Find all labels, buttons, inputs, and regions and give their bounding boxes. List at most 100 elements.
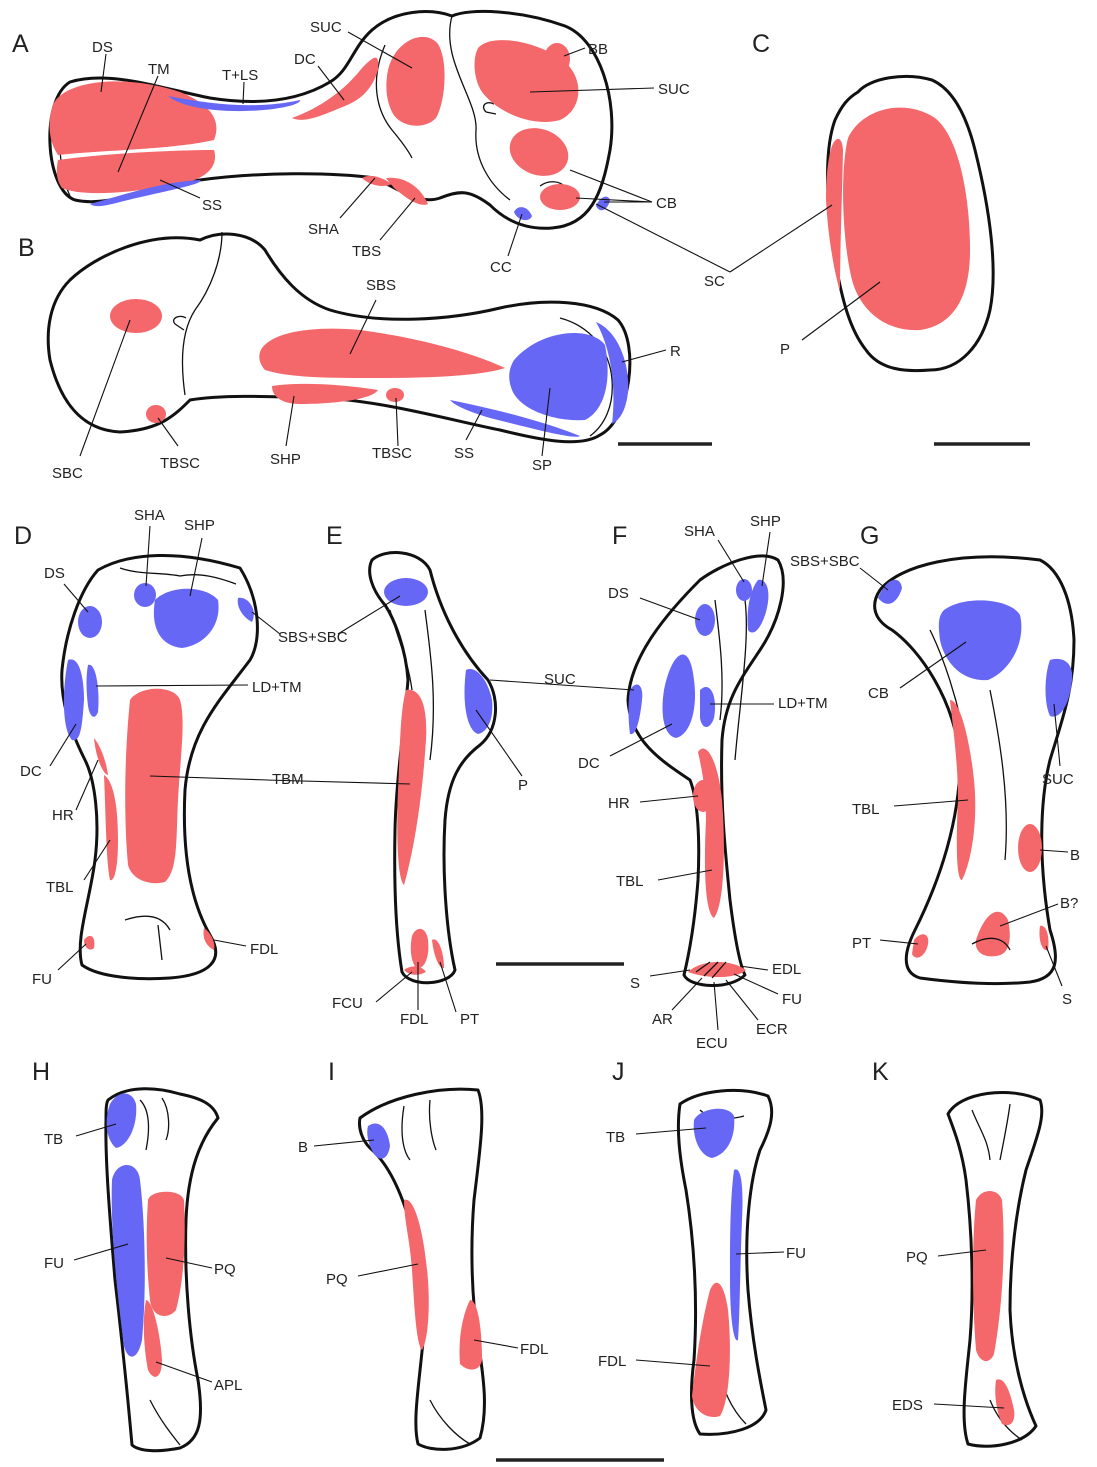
muscle-bb-a (544, 43, 570, 75)
leader-g-b (1040, 850, 1068, 852)
leader-g-sbssbc (860, 568, 888, 590)
label-a-cc: CC (490, 259, 512, 276)
label-i-b: B (298, 1139, 308, 1156)
label-h-tb: TB (44, 1131, 63, 1148)
label-a-suc1: SUC (310, 19, 342, 36)
label-a-tls: T+LS (222, 67, 258, 84)
label-d-shp: SHP (184, 517, 215, 534)
label-f-shp: SHP (750, 513, 781, 530)
muscle-sha-f (736, 579, 752, 601)
label-e-pt: PT (460, 1011, 479, 1028)
leader-b-tbsc1 (158, 418, 178, 446)
muscle-p-c (843, 108, 970, 331)
muscle-tbsc-b-2 (386, 388, 404, 402)
leader-e-fcu (376, 972, 412, 1002)
label-f-s: S (630, 975, 640, 992)
label-g-suc: SUC (1042, 771, 1074, 788)
label-d-sha: SHA (134, 507, 165, 524)
panel-label-g: G (860, 522, 879, 550)
panel-label-c: C (752, 30, 770, 58)
panel-label-d: D (14, 522, 32, 550)
panel-f: F SHA SHP DS SUC LD+TM DC HR TBL E (490, 513, 828, 1052)
muscle-fu-h (112, 1165, 145, 1357)
label-f-ecu: ECU (696, 1035, 728, 1052)
label-b-r: R (670, 343, 681, 360)
label-f-sha: SHA (684, 523, 715, 540)
label-j-tb: TB (606, 1129, 625, 1146)
label-g-cb: CB (868, 685, 889, 702)
muscle-tbsc-b-1 (146, 405, 166, 423)
label-b-tbsc1: TBSC (160, 455, 200, 472)
label-j-fdl: FDL (598, 1353, 626, 1370)
label-a-sha: SHA (308, 221, 339, 238)
panel-label-f: F (612, 522, 627, 550)
leader-d-fdl (214, 940, 246, 946)
panel-g: G SBS+SBC CB SUC TBL B B? PT S (790, 522, 1080, 1008)
leader-a-tbs (380, 198, 415, 240)
label-b-tbsc2: TBSC (372, 445, 412, 462)
label-d-ldtm: LD+TM (252, 679, 302, 696)
label-e-sbssbc: SBS+SBC (278, 629, 348, 646)
panel-b: B SBS R SBC TBSC SHP TBSC SS SP (18, 232, 712, 482)
muscle-suc-g (1046, 659, 1073, 717)
label-g-b: B (1070, 847, 1080, 864)
label-f-ds: DS (608, 585, 629, 602)
label-a-ss: SS (202, 197, 222, 214)
panel-label-k: K (872, 1058, 889, 1086)
panel-h: H TB FU PQ APL (32, 1058, 242, 1451)
label-f-ldtm: LD+TM (778, 695, 828, 712)
label-f-hr: HR (608, 795, 630, 812)
muscle-cb-a-2 (540, 184, 580, 210)
panel-a: A DS (12, 11, 690, 276)
label-f-ecr: ECR (756, 1021, 788, 1038)
label-g-sbssbc: SBS+SBC (790, 553, 860, 570)
label-f-dc: DC (578, 755, 600, 772)
label-b-sbc: SBC (52, 465, 83, 482)
label-i-fdl: FDL (520, 1341, 548, 1358)
panel-e: E SBS+SBC P TBM FCU FDL PT (266, 522, 624, 1028)
label-c-sc: SC (704, 273, 725, 290)
panel-k: K PQ EDS (872, 1058, 1042, 1446)
muscle-sbc-b (110, 299, 162, 333)
label-g-bq: B? (1060, 895, 1078, 912)
label-b-shp: SHP (270, 451, 301, 468)
label-b-ss: SS (454, 445, 474, 462)
panel-label-h: H (32, 1058, 50, 1086)
label-d-hr: HR (52, 807, 74, 824)
label-e-fdl: FDL (400, 1011, 428, 1028)
panel-d: D SHA SHP DS LD+TM DC HR TB (14, 507, 302, 988)
panel-j: J TB FU FDL (598, 1058, 806, 1434)
label-f-suc: SUC (544, 671, 576, 688)
bone-outline-e (370, 553, 496, 983)
muscle-ds-f (695, 604, 715, 636)
leader-c-sc-2 (596, 204, 730, 272)
label-b-sp: SP (532, 457, 552, 474)
leader-f-hr (640, 796, 698, 802)
label-f-edl: EDL (772, 961, 801, 978)
label-e-tbm: TBM (272, 771, 304, 788)
label-a-dc: DC (294, 51, 316, 68)
label-a-ds: DS (92, 39, 113, 56)
label-a-cb: CB (656, 195, 677, 212)
label-a-suc2: SUC (658, 81, 690, 98)
label-d-tbl: TBL (46, 879, 74, 896)
label-h-apl: APL (214, 1377, 242, 1394)
label-h-fu: FU (44, 1255, 64, 1272)
label-g-s: S (1062, 991, 1072, 1008)
label-k-eds: EDS (892, 1397, 923, 1414)
leader-a-sha (340, 178, 375, 218)
panel-i: I B PQ FDL (298, 1058, 664, 1460)
leader-c-sc-1 (730, 205, 832, 272)
label-j-fu: FU (786, 1245, 806, 1262)
label-f-tbl: TBL (616, 873, 644, 890)
panel-label-a: A (12, 30, 29, 58)
panel-label-e: E (326, 522, 343, 550)
leader-i-pq (358, 1264, 418, 1276)
leader-d-dc (50, 724, 76, 766)
label-c-p: P (780, 341, 790, 358)
label-d-ds: DS (44, 565, 65, 582)
label-h-pq: PQ (214, 1261, 236, 1278)
leader-f-ar (672, 978, 702, 1010)
label-f-ar: AR (652, 1011, 673, 1028)
